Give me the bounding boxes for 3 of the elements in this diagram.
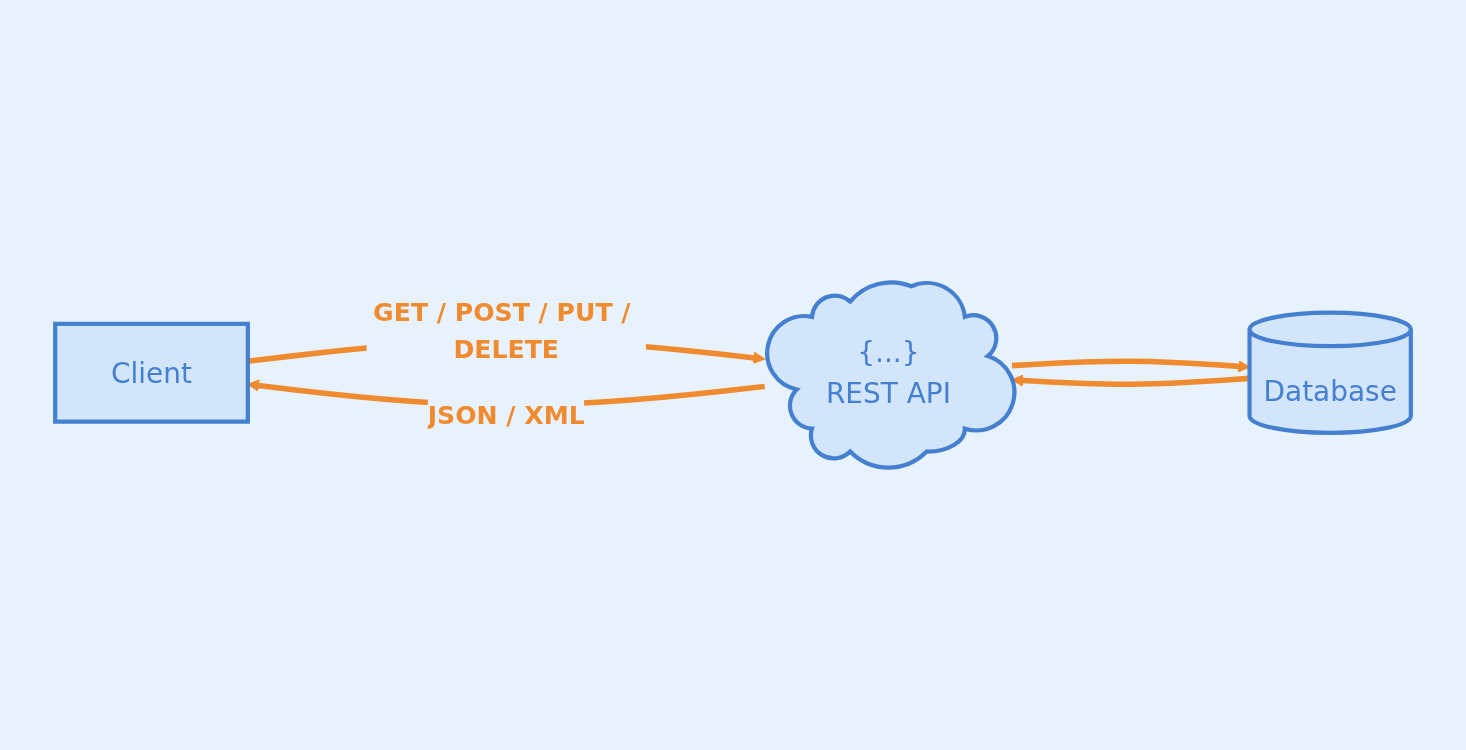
node-box: Client bbox=[53, 321, 250, 424]
edge-label: JSON / XML bbox=[427, 400, 585, 430]
edge-label: GET / POST / PUT / DELETE bbox=[373, 296, 631, 365]
